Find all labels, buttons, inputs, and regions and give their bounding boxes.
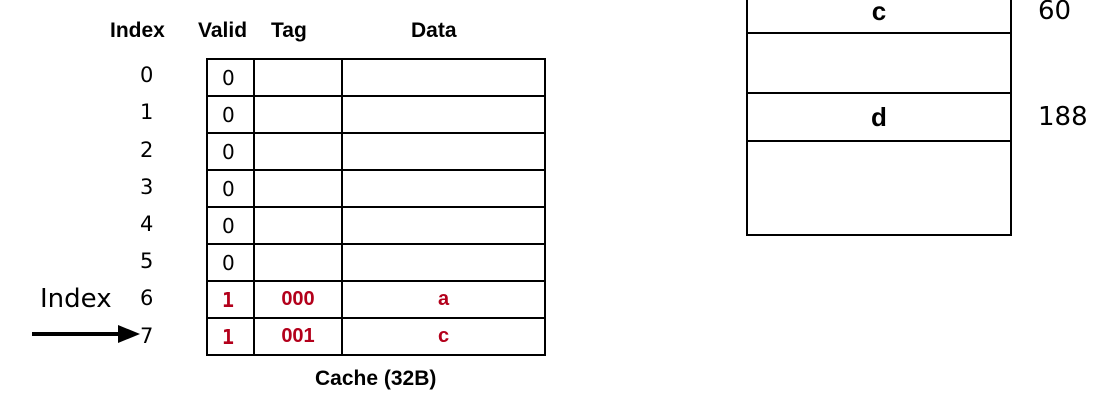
valid-cell: 0 — [206, 243, 255, 282]
data-cell — [341, 206, 546, 245]
data-cell — [341, 169, 546, 208]
index-label-3: 3 — [140, 175, 154, 199]
data-cell: c — [341, 317, 546, 356]
header-valid: Valid — [198, 19, 248, 42]
index-label-4: 4 — [140, 212, 154, 236]
index-label-6: 6 — [140, 286, 154, 310]
data-cell — [341, 95, 546, 134]
index-label-5: 5 — [140, 249, 154, 273]
header-index: Index — [110, 19, 165, 42]
tag-cell — [253, 95, 343, 134]
cache-row: 0 — [206, 169, 546, 208]
tag-cell — [253, 132, 343, 171]
index-label-1: 1 — [140, 100, 154, 124]
valid-cell: 1 — [206, 317, 255, 356]
right-arrow-icon — [32, 325, 140, 343]
valid-cell: 0 — [206, 206, 255, 245]
valid-cell: 0 — [206, 95, 255, 134]
tag-cell: 000 — [253, 280, 343, 319]
valid-cell: 0 — [206, 169, 255, 208]
tag-cell — [253, 206, 343, 245]
cache-row: 0 — [206, 132, 546, 171]
data-cell — [341, 132, 546, 171]
memory-cell: d — [748, 94, 1010, 142]
header-data: Data — [411, 19, 457, 42]
tag-cell — [253, 243, 343, 282]
cache-table: 0 0 0 0 0 0 1 000 a 1 001 c — [206, 58, 546, 356]
data-cell — [341, 243, 546, 282]
cache-row: 0 — [206, 58, 546, 97]
tag-cell — [253, 169, 343, 208]
memory-block: c d — [746, 0, 1012, 236]
index-label-7: 7 — [140, 324, 154, 348]
cache-caption: Cache (32B) — [315, 367, 437, 390]
pointer-label: Index — [40, 284, 112, 314]
header-tag: Tag — [271, 19, 307, 42]
index-label-2: 2 — [140, 138, 154, 162]
memory-cell: c — [748, 0, 1010, 34]
valid-cell: 1 — [206, 280, 255, 319]
valid-cell: 0 — [206, 58, 255, 97]
tag-cell: 001 — [253, 317, 343, 356]
cache-row: 0 — [206, 243, 546, 282]
cache-row: 0 — [206, 206, 546, 245]
valid-cell: 0 — [206, 132, 255, 171]
data-cell: a — [341, 280, 546, 319]
data-cell — [341, 58, 546, 97]
tag-cell — [253, 58, 343, 97]
memory-address: 60 — [1038, 0, 1072, 26]
cache-row: 1 001 c — [206, 317, 546, 356]
index-label-0: 0 — [140, 63, 154, 87]
cache-row: 0 — [206, 95, 546, 134]
memory-cell — [748, 34, 1010, 94]
memory-cell-label: d — [871, 102, 887, 132]
memory-address: 188 — [1038, 102, 1088, 132]
memory-cell-label: c — [871, 0, 887, 26]
cache-row: 1 000 a — [206, 280, 546, 319]
memory-cell — [748, 142, 1010, 234]
